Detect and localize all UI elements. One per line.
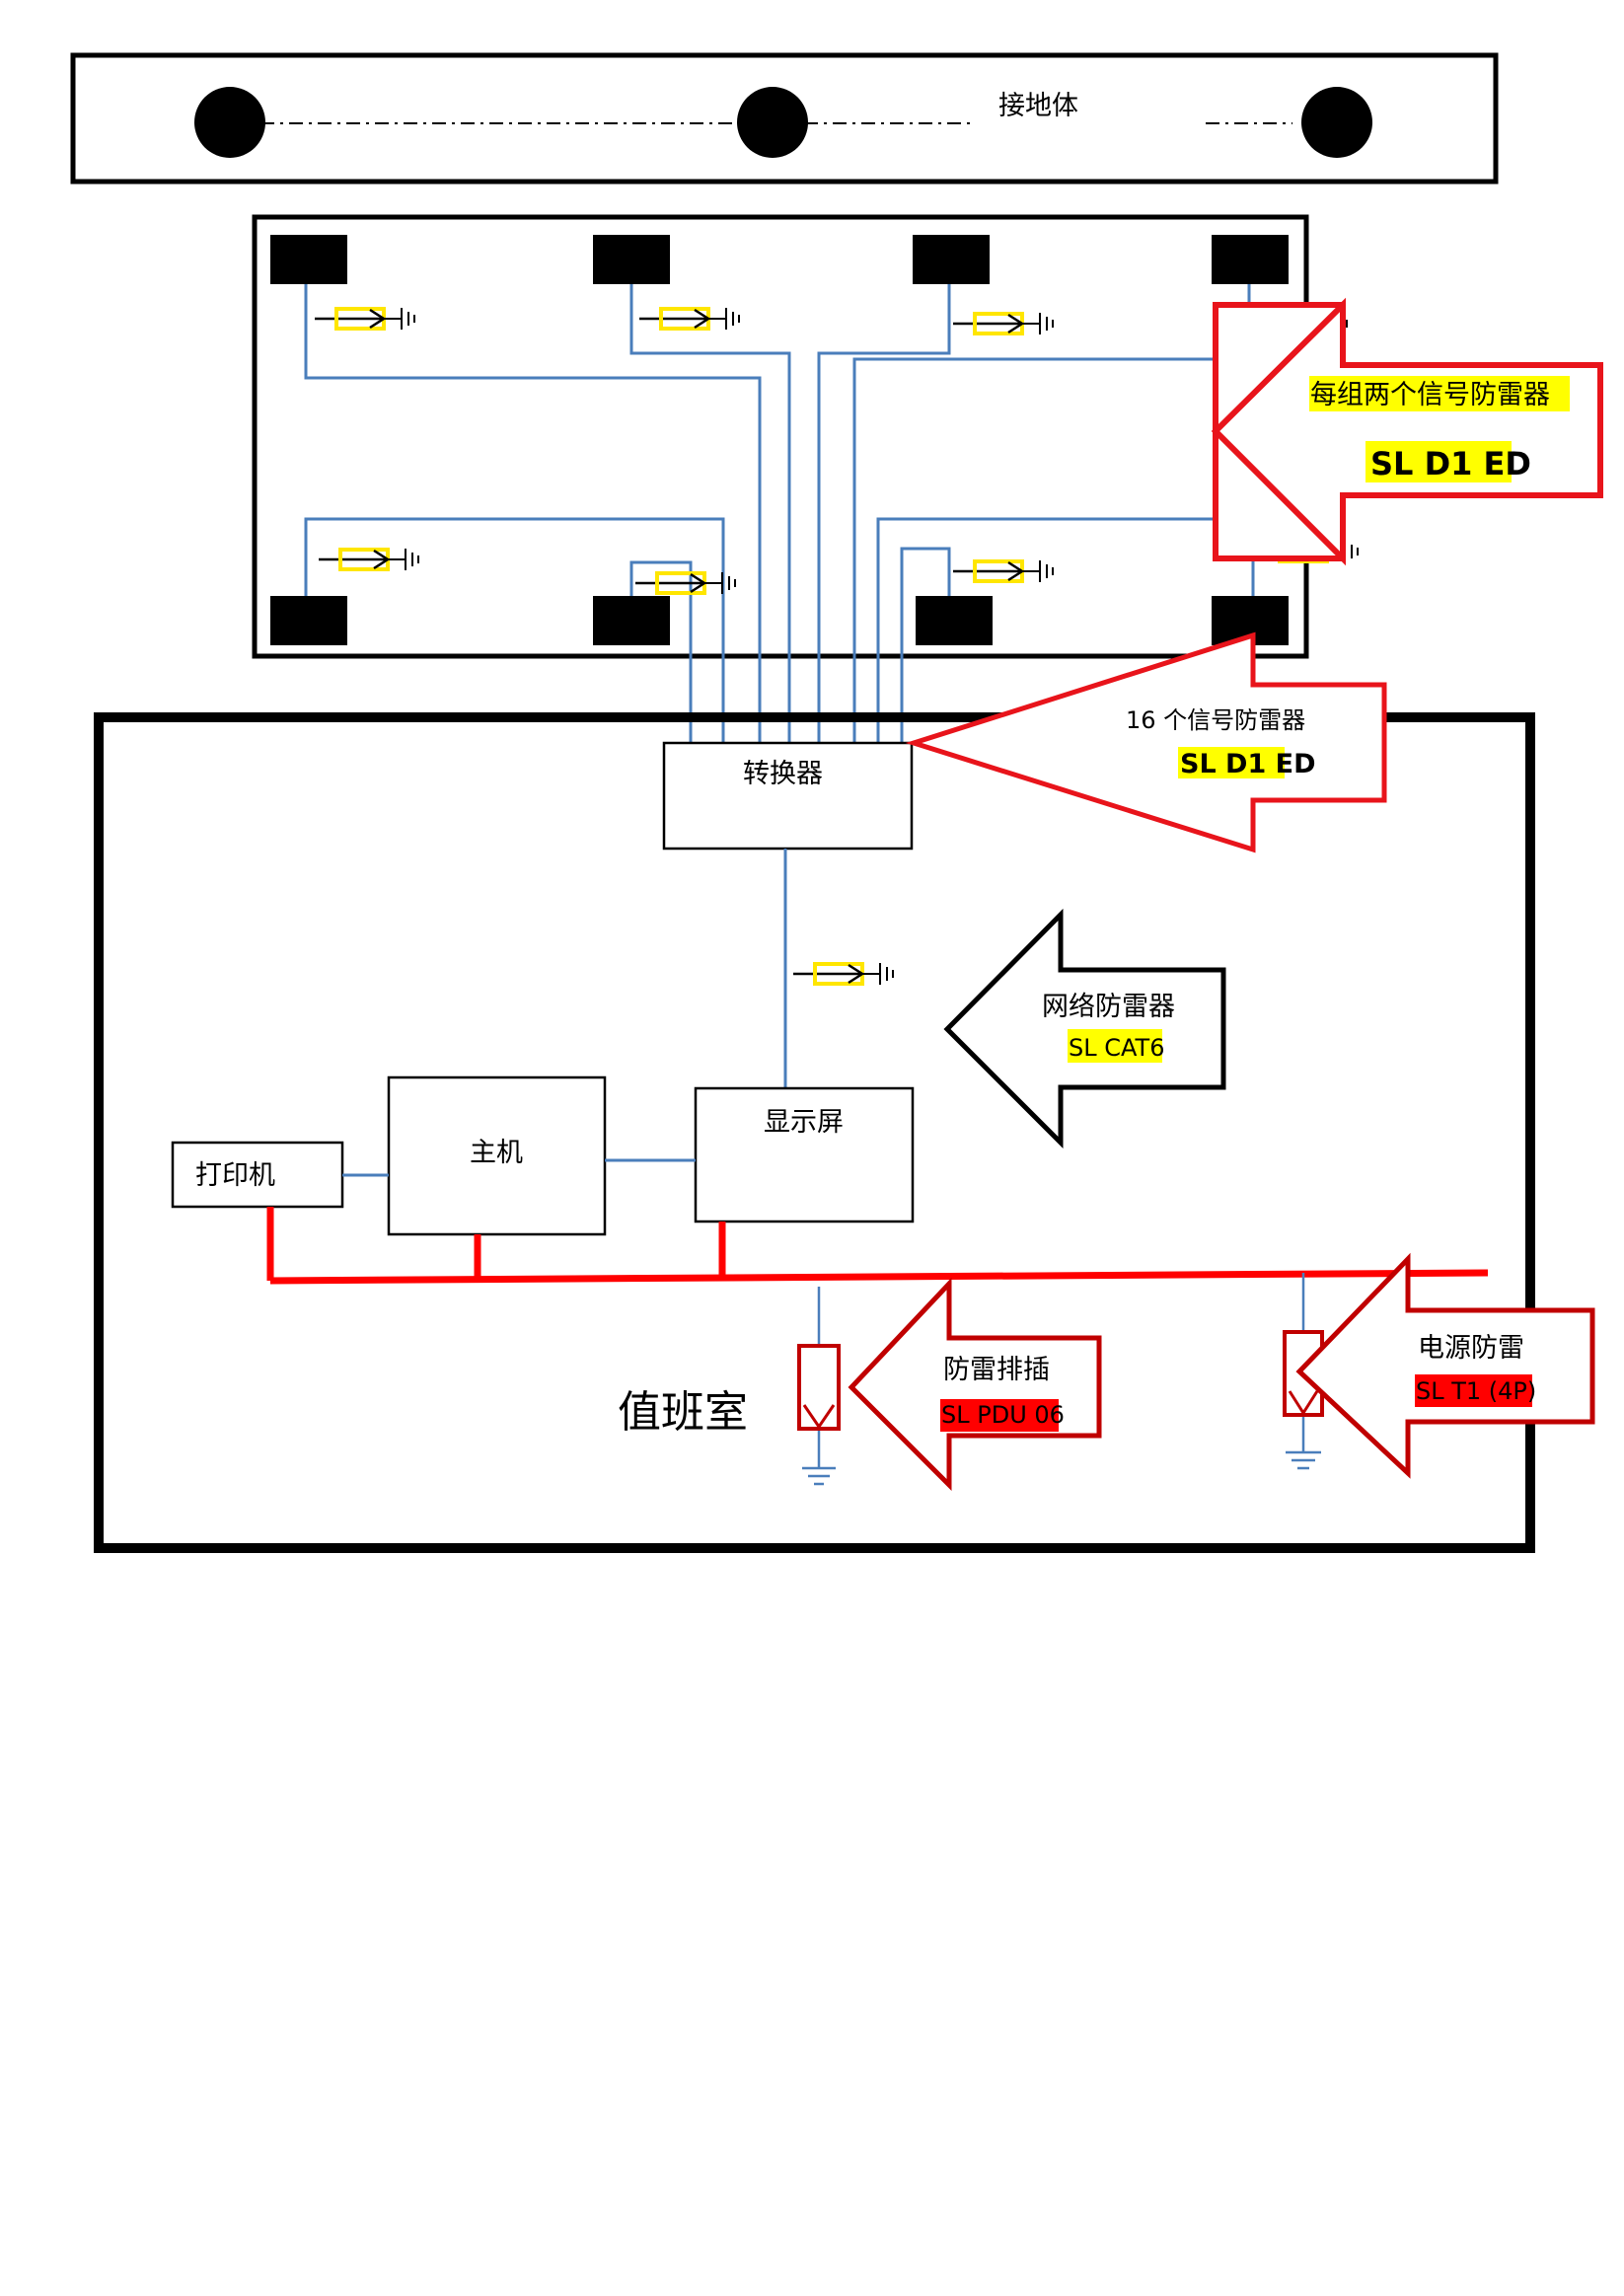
- terminal-2: [593, 235, 670, 284]
- terminal-panel: [252, 214, 1358, 743]
- converter-box: [662, 741, 914, 851]
- ground-electrode-1: [194, 87, 265, 158]
- printer-label: 打印机: [195, 1160, 275, 1191]
- signal-lines: [304, 284, 1255, 743]
- ground-bar: 接地体: [70, 52, 1499, 185]
- callout-sixteen-model: SL D1 ED: [1180, 749, 1316, 779]
- callout-sixteen: 16 个信号防雷器 SL D1 ED: [905, 631, 1387, 853]
- terminal-1: [270, 235, 347, 284]
- terminal-6: [593, 596, 670, 645]
- display-box: [694, 1086, 915, 1223]
- ground-electrode-3: [1301, 87, 1372, 158]
- terminal-7: [916, 596, 993, 645]
- callout-pdu-title: 防雷排插: [943, 1355, 1050, 1385]
- callout-per-group: 每组两个信号防雷器 SL D1 ED: [1211, 297, 1603, 566]
- callout-pdu: 防雷排插 SL PDU 06: [848, 1277, 1102, 1492]
- callout-power-title: 电源防雷: [1418, 1333, 1524, 1364]
- power-bus: [266, 1207, 1489, 1285]
- display-label: 显示屏: [764, 1107, 844, 1138]
- terminal-3: [913, 235, 990, 284]
- pdu-protector: [797, 1287, 841, 1486]
- callout-per-group-title: 每组两个信号防雷器: [1310, 380, 1550, 410]
- room-label: 值班室: [618, 1387, 748, 1438]
- converter-label: 转换器: [743, 759, 823, 789]
- callout-sixteen-title: 16 个信号防雷器: [1126, 706, 1305, 734]
- network-protector: [793, 963, 893, 985]
- host-box: [387, 1075, 607, 1236]
- callout-per-group-model: SL D1 ED: [1370, 445, 1531, 482]
- callout-power-model: SL T1 (4P): [1416, 1377, 1536, 1405]
- terminal-5: [270, 596, 347, 645]
- host-label: 主机: [470, 1138, 523, 1168]
- ground-bar-label: 接地体: [998, 91, 1078, 121]
- callout-network: 网络防雷器 SL CAT6: [943, 908, 1226, 1149]
- callout-power: 电源防雷 SL T1 (4P): [1295, 1252, 1595, 1479]
- printer-box: [171, 1141, 344, 1209]
- callout-network-model: SL CAT6: [1069, 1034, 1164, 1062]
- callout-network-title: 网络防雷器: [1042, 992, 1175, 1022]
- terminal-4: [1212, 235, 1289, 284]
- duty-room: 转换器 显示屏 主机 打印机: [94, 712, 1535, 1553]
- callout-pdu-model: SL PDU 06: [941, 1401, 1065, 1429]
- ground-electrode-2: [737, 87, 808, 158]
